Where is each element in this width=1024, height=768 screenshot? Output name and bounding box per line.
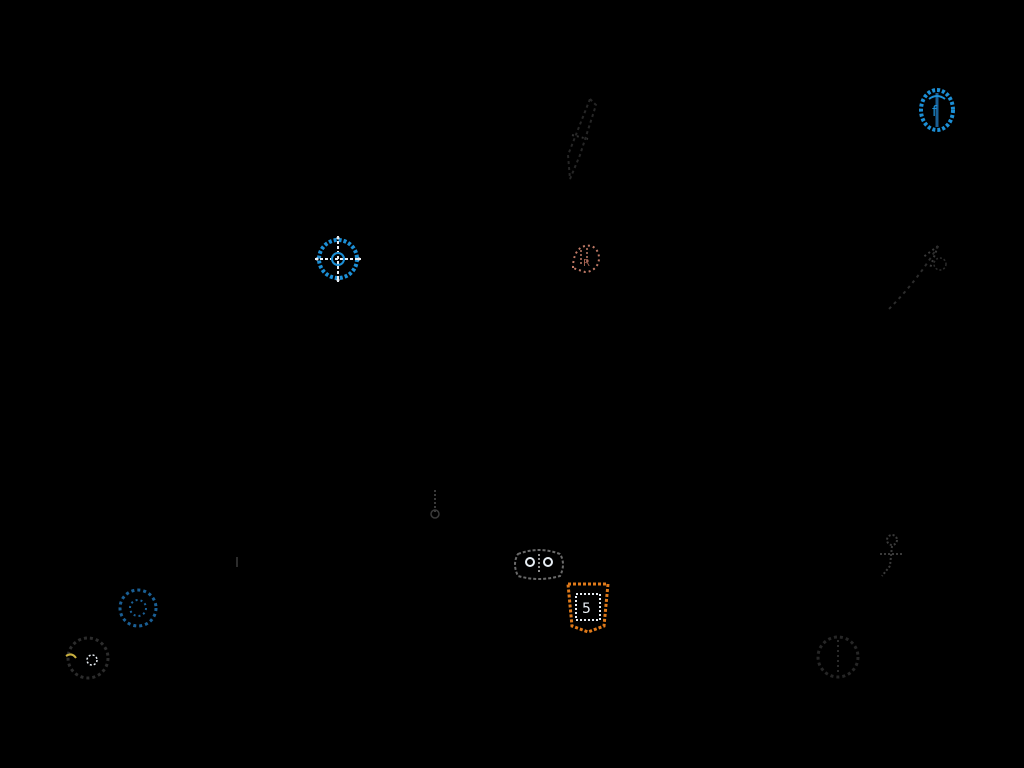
hand-sketch-icon: R	[565, 238, 609, 278]
circle-sketch-icon	[812, 628, 864, 686]
shield-badge-icon[interactable]: f	[915, 85, 959, 135]
blue-circle-icon	[110, 584, 166, 632]
hand-glyph: R	[583, 258, 590, 269]
small-mark-icon	[232, 556, 242, 568]
pencil-shape-icon	[560, 95, 604, 185]
figure-sketch-icon	[870, 532, 910, 580]
compass-crosshair-icon[interactable]	[310, 233, 366, 285]
arrow-sketch-icon	[878, 240, 958, 320]
dot-marker-icon	[425, 488, 445, 522]
controller-icon[interactable]	[510, 544, 568, 584]
html5-glyph: 5	[582, 601, 591, 617]
html5-shield-icon[interactable]: 5	[564, 580, 612, 636]
shield-glyph: f	[932, 104, 938, 120]
yellow-circle-icon	[58, 632, 118, 684]
